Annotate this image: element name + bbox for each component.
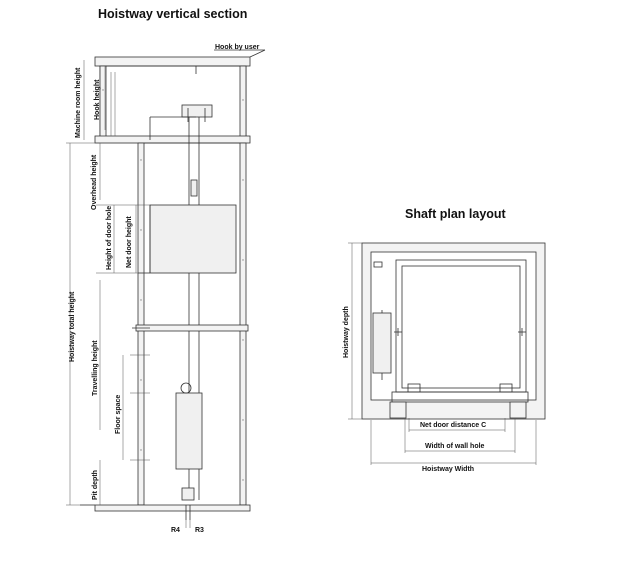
hoistway-wall-right [239,142,247,506]
shaft-inner [370,251,537,401]
floor-slab [135,324,249,332]
hook-leader [249,49,266,58]
roof-slab [94,56,251,67]
label-net-door-distance: Net door distance C [420,422,486,429]
shaft-plan-drawing [348,242,546,465]
pit-floor [94,504,251,512]
label-r4: R4 [171,527,180,534]
label-travelling-height: Travelling height [92,340,99,396]
counterweight [175,392,203,470]
plan-title: Shaft plan layout [405,207,507,221]
label-height-of-door-hole: Height of door hole [106,206,113,270]
label-hoistway-width: Hoistway Width [422,466,474,473]
vertical-section-drawing [66,49,266,528]
section-title: Hoistway vertical section [98,7,247,21]
plan-counterweight [372,312,392,374]
label-net-door-height: Net door height [126,216,133,268]
label-hoistway-total-height: Hoistway total height [69,291,76,362]
label-floor-space: Floor space [115,395,122,434]
hoistway-wall-left [137,142,145,506]
label-r3: R3 [195,527,204,534]
traction-machine [181,104,213,118]
machine-room [99,65,247,141]
label-hook-height: Hook height [94,79,101,120]
label-hook-by-user: Hook by user [215,44,260,51]
sheave [190,179,198,197]
buffer [181,487,195,501]
label-width-of-wall-hole: Width of wall hole [425,443,485,450]
label-overhead-height: Overhead height [91,154,98,210]
machine-room-floor [94,135,251,144]
label-machine-room-height: Machine room height [75,67,82,138]
label-hoistway-depth: Hoistway depth [343,306,350,358]
label-pit-depth: Pit depth [92,470,99,500]
elevator-car [149,204,237,274]
